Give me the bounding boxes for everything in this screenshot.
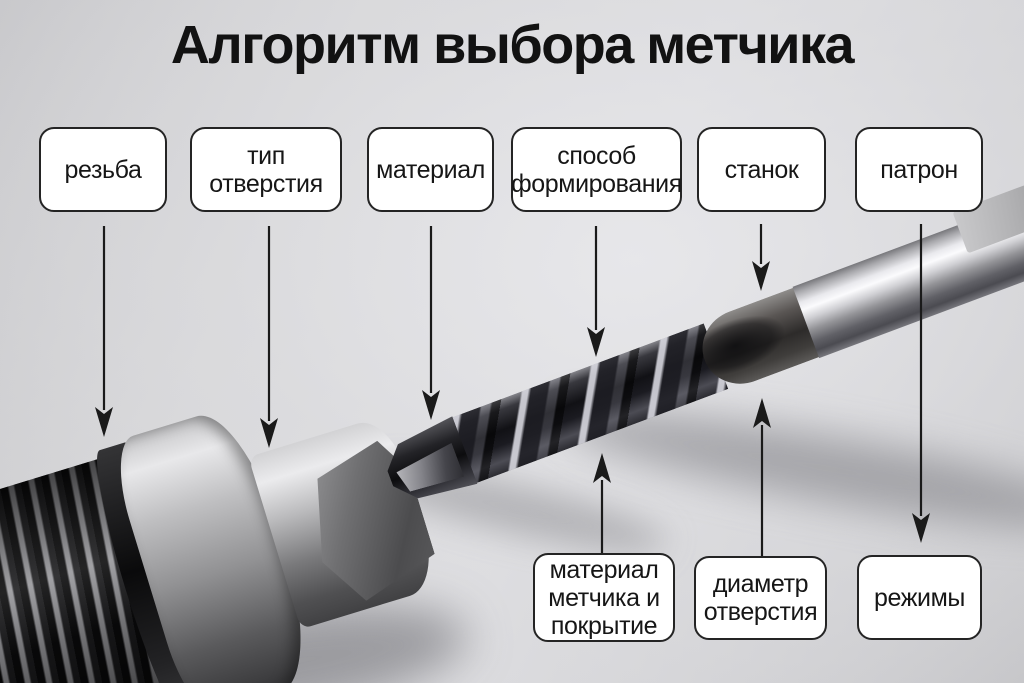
arrow-forming-method: [587, 226, 605, 357]
label-box-material: материал: [367, 127, 494, 212]
arrow-tap-material-up: [593, 453, 611, 553]
label-box-chuck: патрон: [855, 127, 983, 212]
label-box-forming-method: способ формирования: [511, 127, 682, 212]
label-box-hole-type: тип отверстия: [190, 127, 342, 212]
label-text-forming-method: способ формирования: [511, 141, 682, 198]
arrow-machine: [752, 224, 770, 291]
label-box-thread: резьба: [39, 127, 167, 212]
arrow-hole-type: [260, 226, 278, 448]
label-box-hole-diameter: диаметр отверстия: [694, 556, 827, 640]
arrow-chuck-to-modes: [912, 224, 930, 543]
page-title: Алгоритм выбора метчика: [0, 14, 1024, 76]
label-text-hole-type: тип отверстия: [209, 141, 323, 198]
label-text-modes: режимы: [874, 583, 965, 612]
label-text-thread: резьба: [64, 155, 142, 184]
page-title-text: Алгоритм выбора метчика: [170, 15, 855, 75]
arrow-thread: [95, 226, 113, 437]
label-box-machine: станок: [697, 127, 826, 212]
label-text-chuck: патрон: [880, 155, 958, 184]
label-box-modes: режимы: [857, 555, 982, 640]
arrow-hole-diameter-up: [753, 398, 771, 556]
arrow-material: [422, 226, 440, 420]
label-text-machine: станок: [724, 155, 799, 184]
label-text-material: материал: [376, 155, 485, 184]
label-text-tap-material: материал метчика и покрытие: [548, 555, 660, 640]
label-text-hole-diameter: диаметр отверстия: [703, 570, 818, 626]
label-box-tap-material: материал метчика и покрытие: [533, 553, 675, 642]
